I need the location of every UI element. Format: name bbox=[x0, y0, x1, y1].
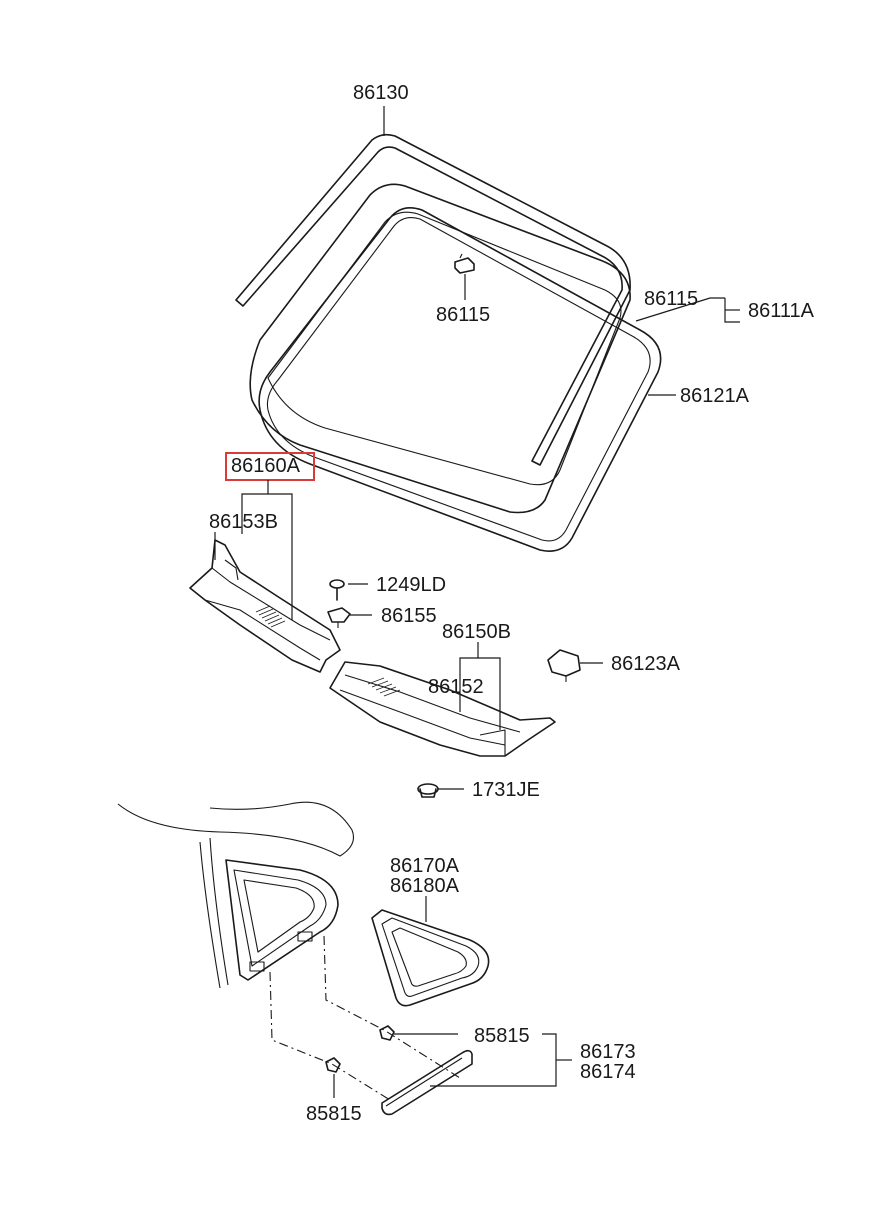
leader-86160A-left bbox=[241, 480, 269, 534]
install-line-lower bbox=[269, 971, 391, 1101]
leader-86160A-right bbox=[268, 493, 293, 620]
leader-86115-side bbox=[635, 297, 725, 322]
stopper-icon[interactable] bbox=[547, 649, 581, 682]
label-86155: 86155 bbox=[381, 605, 437, 627]
clip-center-icon[interactable] bbox=[454, 253, 475, 274]
clip-upper-icon[interactable] bbox=[379, 1025, 395, 1041]
label-85815-upper: 85815 bbox=[474, 1025, 530, 1047]
label-86180A: 86180A bbox=[390, 875, 460, 897]
label-86152: 86152 bbox=[428, 676, 484, 698]
label-86121A: 86121A bbox=[680, 385, 750, 407]
label-86170A: 86170A bbox=[390, 855, 460, 877]
label-86130: 86130 bbox=[353, 82, 409, 104]
screw-icon[interactable] bbox=[329, 579, 345, 601]
label-86173: 86173 bbox=[580, 1041, 636, 1063]
label-86150B: 86150B bbox=[442, 621, 511, 643]
leader-86150B-right bbox=[478, 657, 501, 730]
install-line-upper bbox=[323, 935, 461, 1079]
label-85815-lower: 85815 bbox=[306, 1103, 362, 1125]
label-86153B: 86153B bbox=[209, 511, 278, 533]
label-86123A: 86123A bbox=[611, 653, 681, 675]
label-86115-side: 86115 bbox=[644, 288, 698, 310]
label-86160A: 86160A bbox=[231, 455, 301, 477]
moulding-strip[interactable] bbox=[381, 1049, 473, 1116]
highlight-box-86160A bbox=[225, 452, 315, 481]
cowl-left-panel[interactable] bbox=[189, 539, 341, 673]
windshield-glass[interactable] bbox=[249, 183, 631, 514]
label-86111A: 86111A bbox=[748, 300, 815, 322]
body-outline bbox=[117, 801, 355, 989]
cowl-right-panel[interactable] bbox=[329, 661, 556, 757]
nut-icon[interactable] bbox=[327, 607, 351, 628]
label-86115-center: 86115 bbox=[436, 304, 490, 326]
windshield-molding[interactable] bbox=[235, 133, 631, 466]
grommet-icon[interactable] bbox=[417, 783, 439, 798]
vent-grille-right bbox=[367, 677, 401, 697]
label-1731JE: 1731JE bbox=[472, 779, 540, 801]
vent-grille-left bbox=[255, 605, 286, 628]
quarter-glass-part[interactable] bbox=[371, 909, 490, 1007]
label-86174: 86174 bbox=[580, 1061, 636, 1083]
quarter-glass-installed[interactable] bbox=[225, 859, 339, 981]
label-1249LD: 1249LD bbox=[376, 574, 446, 596]
leader-86150B-left bbox=[459, 642, 479, 712]
dam-rubber[interactable] bbox=[258, 207, 662, 552]
